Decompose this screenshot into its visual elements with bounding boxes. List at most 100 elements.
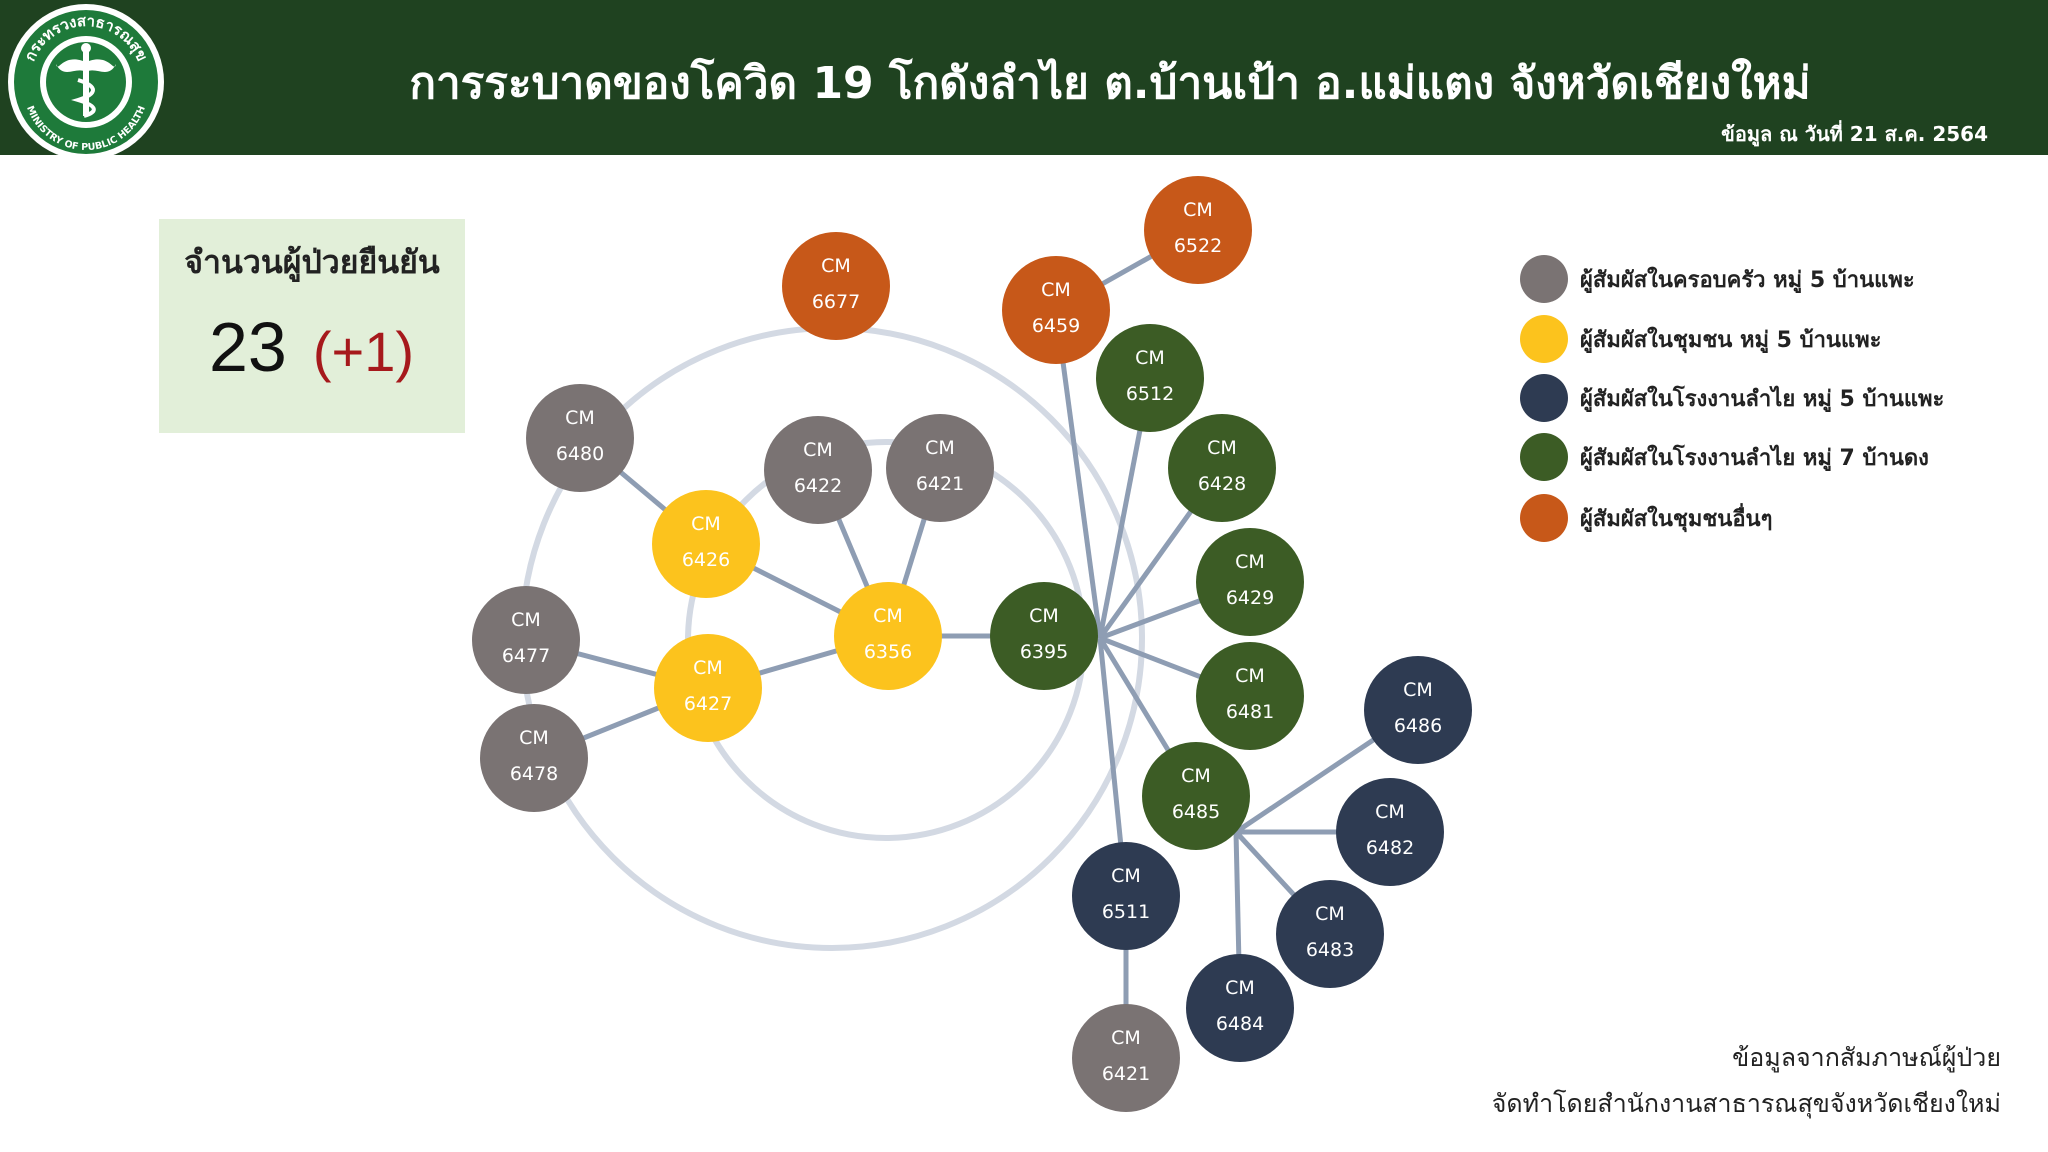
legend-swatch [1520,433,1568,481]
footer-source: ข้อมูลจากสัมภาษณ์ผู้ป่วย [1732,1043,2001,1072]
case-node-circle [1072,842,1180,950]
confirmed-count-box: จำนวนผู้ป่วยยืนยัน 23 (+1) [159,219,465,433]
edge-n6395-n6459 [1053,309,1103,639]
case-node-prefix: CM [803,439,833,461]
legend-label: ผู้สัมผัสในชุมชนอื่นๆ [1580,506,1773,532]
case-node-prefix: CM [1111,865,1141,887]
legend-swatch [1520,255,1568,303]
case-node-prefix: CM [519,727,549,749]
case-node-circle [1168,414,1276,522]
case-node-prefix: CM [1181,765,1211,787]
case-node-6483: CM 6483 [1276,880,1384,988]
legend-swatch [1520,315,1568,363]
case-node-number: 6426 [682,549,730,571]
case-node-circle [1002,256,1110,364]
case-node-prefix: CM [1111,1027,1141,1049]
case-node-number: 6511 [1102,901,1150,923]
case-node-prefix: CM [1207,437,1237,459]
case-node-6677: CM 6677 [782,232,890,340]
case-node-circle [1196,528,1304,636]
header-bar: กระทรวงสาธารณสุข MINISTRY OF PUBLIC HEAL… [0,0,2048,160]
case-node-prefix: CM [873,605,903,627]
data-date: ข้อมูล ณ วันที่ 21 ส.ค. 2564 [1721,122,1988,146]
legend-item: ผู้สัมผัสในชุมชน หมู่ 5 บ้านแพะ [1520,314,1881,364]
case-node-circle [1276,880,1384,988]
case-node-prefix: CM [821,255,851,277]
case-node-number: 6677 [812,291,860,313]
case-node-number: 6477 [502,645,550,667]
case-node-prefix: CM [1315,903,1345,925]
case-node-circle [1144,176,1252,284]
case-node-number: 6522 [1174,235,1222,257]
case-node-6478: CM 6478 [480,704,588,812]
case-node-number: 6427 [684,693,732,715]
case-node-6485: CM 6485 [1142,742,1250,850]
case-node-circle [834,582,942,690]
case-node-prefix: CM [1135,347,1165,369]
case-node-6480: CM 6480 [526,384,634,492]
case-node-circle [1096,324,1204,432]
confirmed-count-label: จำนวนผู้ป่วยยืนยัน [184,243,440,281]
legend-label: ผู้สัมผัสในชุมชน หมู่ 5 บ้านแพะ [1580,327,1882,353]
case-node-prefix: CM [1403,679,1433,701]
case-node-6422: CM 6422 [764,416,872,524]
case-node-circle [652,490,760,598]
case-node-circle [782,232,890,340]
case-node-6512: CM 6512 [1096,324,1204,432]
case-node-prefix: CM [1235,551,1265,573]
case-node-prefix: CM [1183,199,1213,221]
case-node-circle [480,704,588,812]
case-node-number: 6428 [1198,473,1246,495]
case-node-number: 6429 [1226,587,1274,609]
case-node-prefix: CM [691,513,721,535]
case-node-number: 6421 [1102,1063,1150,1085]
case-node-6459: CM 6459 [1002,256,1110,364]
case-node-circle [764,416,872,524]
case-node-circle [1364,656,1472,764]
case-node-circle [990,582,1098,690]
legend-swatch [1520,374,1568,422]
case-node-6428: CM 6428 [1168,414,1276,522]
case-node-prefix: CM [1041,279,1071,301]
case-node-prefix: CM [565,407,595,429]
case-node-number: 6481 [1226,701,1274,723]
case-node-circle [1142,742,1250,850]
case-node-6426: CM 6426 [652,490,760,598]
confirmed-count-value: 23 [209,308,287,386]
case-node-prefix: CM [1029,605,1059,627]
case-node-prefix: CM [1235,665,1265,687]
page-title: การระบาดของโควิด 19 โกดังลำไย ต.บ้านเป้า… [409,58,1811,109]
legend-swatch [1520,494,1568,542]
confirmed-count-row: 23 (+1) [209,307,414,387]
case-node-number: 6478 [510,763,558,785]
legend-item: ผู้สัมผัสในโรงงานลำไย หมู่ 7 บ้านดง [1520,432,1929,482]
case-node-number: 6480 [556,443,604,465]
case-node-circle [1196,642,1304,750]
case-node-number: 6512 [1126,383,1174,405]
case-node-prefix: CM [1375,801,1405,823]
case-node-number: 6483 [1306,939,1354,961]
case-node-prefix: CM [1225,977,1255,999]
new-case-count: (+1) [312,320,415,383]
case-node-number: 6459 [1032,315,1080,337]
case-node-circle [886,414,994,522]
legend-label: ผู้สัมผัสในโรงงานลำไย หมู่ 7 บ้านดง [1580,445,1929,471]
legend-item: ผู้สัมผัสในครอบครัว หมู่ 5 บ้านแพะ [1520,254,1915,304]
case-node-number: 6422 [794,475,842,497]
case-node-number: 6485 [1172,801,1220,823]
footer-credit: จัดทำโดยสำนักงานสาธารณสุขจังหวัดเชียงใหม… [1491,1089,2001,1118]
case-node-6522: CM 6522 [1144,176,1252,284]
case-node-prefix: CM [925,437,955,459]
case-node-circle [526,384,634,492]
case-node-circle [1186,954,1294,1062]
